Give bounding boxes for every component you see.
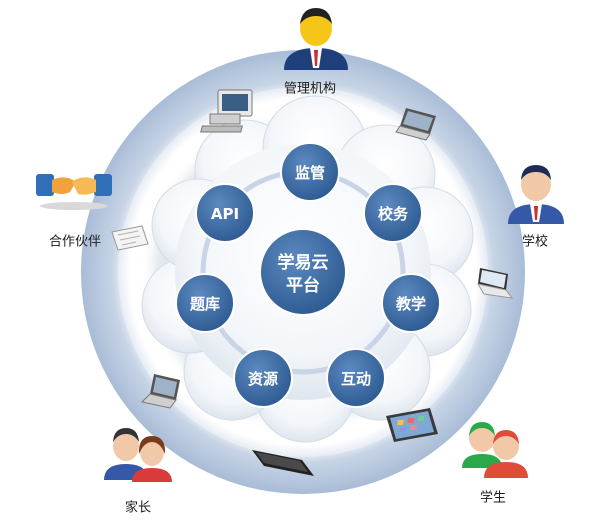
label-school: 学校: [521, 234, 549, 250]
laptop-icon: [395, 108, 436, 141]
label-administration: 管理机构: [283, 81, 337, 97]
smartphone-icon: [252, 450, 314, 476]
module-resources: 资源: [233, 348, 293, 408]
label-students: 学生: [479, 490, 507, 506]
laptop-icon: [476, 268, 514, 299]
module-teaching-label: 教学: [395, 295, 426, 313]
module-api: API: [195, 183, 255, 243]
module-school-affairs: 校务: [363, 183, 423, 243]
label-parents: 家长: [124, 500, 152, 516]
module-monitor-label: 监管: [295, 164, 325, 182]
school-person-icon: [508, 165, 564, 224]
desktop-computer-icon: [200, 89, 253, 133]
platform-line1: 学易云: [278, 252, 329, 273]
document-icon: [111, 225, 149, 251]
students-icon: [462, 422, 528, 478]
module-api-label: API: [211, 205, 239, 223]
module-school-affairs-label: 校务: [378, 205, 409, 223]
label-partners: 合作伙伴: [48, 234, 102, 250]
module-question-bank: 题库: [175, 273, 235, 333]
module-interaction: 互动: [326, 348, 386, 408]
module-teaching: 教学: [381, 273, 441, 333]
handshake-icon: [36, 174, 112, 210]
module-monitor: 监管: [280, 142, 340, 202]
module-question-bank-label: 题库: [190, 295, 220, 313]
parents-icon: [104, 428, 172, 482]
platform-node: 学易云 平台: [259, 228, 347, 316]
administrator-person-icon: [284, 8, 348, 70]
platform-line2: 平台: [286, 275, 320, 296]
tablet-icon: [386, 408, 438, 442]
module-interaction-label: 互动: [341, 370, 371, 388]
laptop-icon: [140, 374, 180, 409]
module-resources-label: 资源: [248, 370, 278, 388]
